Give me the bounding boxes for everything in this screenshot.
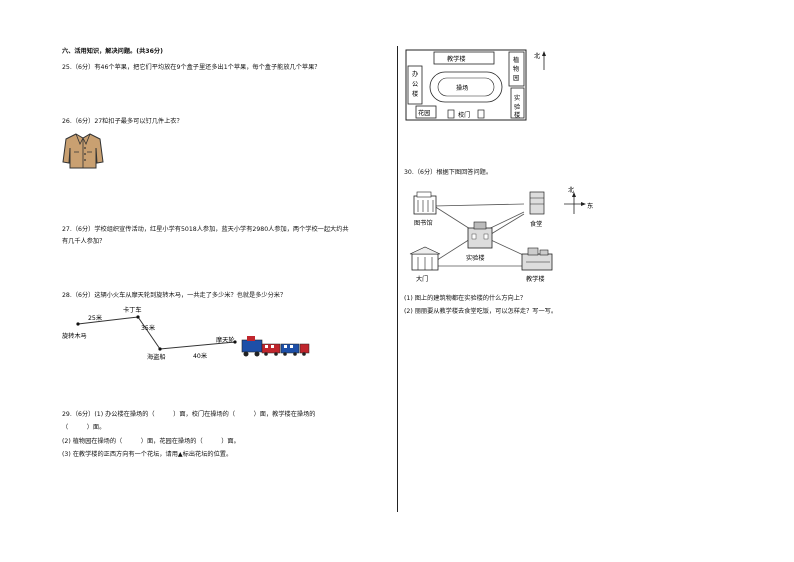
sports-field-label: 操场 xyxy=(456,84,468,92)
canteen-icon xyxy=(529,191,545,215)
column-divider xyxy=(397,46,398,512)
building-lab-3: 楼 xyxy=(514,111,520,119)
label-bumper-car: 卡丁车 xyxy=(123,306,142,314)
question-29-line2: （ ）面。 xyxy=(62,424,106,431)
label-canteen: 食堂 xyxy=(530,220,542,228)
campus-map-30: 图书馆 食堂 实验楼 大门 教学楼 北 东 xyxy=(409,186,593,283)
building-lab-2: 验 xyxy=(514,103,521,111)
label-distance-2: 35米 xyxy=(141,324,155,332)
school-map: 教学楼 植 物 园 办 公 楼 操场 实 验 楼 花园 校门 北 xyxy=(405,49,546,121)
label-library: 图书馆 xyxy=(414,219,433,227)
pirate-ship-point xyxy=(158,347,162,351)
question-30-part2: (2) 丽丽要从教学楼去食堂吃饭，可以怎样走？写一写。 xyxy=(404,308,558,315)
question-25: 25.（6分）有46个苹果，把它们平均放在9个盒子里还多出1个苹果，每个盒子能放… xyxy=(62,64,321,71)
sports-field-track xyxy=(429,71,503,103)
question-29-line1: 29.（6分）(1) 办公楼在操场的（ ）面，校门在操场的（ ）面，教学楼在操场… xyxy=(62,411,316,418)
building-office-2: 公 xyxy=(412,81,418,88)
question-29-line3: (2) 植物园在操场的（ ）面，花园在操场的（ ）面。 xyxy=(62,438,240,445)
label-ferris-wheel: 摩天轮 xyxy=(216,336,235,344)
teaching-building-icon xyxy=(521,247,553,271)
compass-rose xyxy=(564,192,586,214)
building-lab-1: 实 xyxy=(514,94,520,102)
label-merry-go-round: 旋转木马 xyxy=(62,332,87,340)
compass-east-30: 东 xyxy=(587,202,593,210)
gate-icon xyxy=(409,246,441,271)
compass-north: 北 xyxy=(534,52,541,60)
label-gate: 大门 xyxy=(416,275,428,283)
question-30-part1: (1) 图上的建筑物都在实验楼的什么方向上？ xyxy=(404,295,527,302)
library-icon xyxy=(413,191,437,215)
label-distance-1: 25米 xyxy=(88,314,102,322)
building-office-3: 楼 xyxy=(412,90,418,98)
merry-go-round-point xyxy=(76,322,80,326)
label-teaching: 教学楼 xyxy=(526,275,545,283)
lab-building-icon xyxy=(467,221,493,249)
label-distance-3: 40米 xyxy=(193,352,207,360)
gate-label: 校门 xyxy=(458,111,470,119)
question-29-line4: (3) 在教学楼的正西方向有一个花坛，请用▲标出花坛的位置。 xyxy=(62,451,233,458)
section-title: 六、活用知识，解决问题。(共36分) xyxy=(62,48,163,55)
label-lab: 实验楼 xyxy=(466,254,485,262)
garden-label: 花园 xyxy=(418,109,430,117)
jacket-image xyxy=(62,133,104,169)
compass-north-30: 北 xyxy=(568,186,575,194)
building-office-1: 办 xyxy=(412,70,418,78)
question-26: 26.（6分）27粒扣子最多可以钉几件上衣？ xyxy=(62,118,183,125)
route-diagram: 旋转木马 25米 卡丁车 35米 海盗船 40米 摩天轮 xyxy=(62,306,310,361)
building-plant-2: 物 xyxy=(513,65,519,73)
building-plant-3: 园 xyxy=(513,75,519,82)
question-30: 30.（6分）根据下图回答问题。 xyxy=(404,169,493,176)
ferris-wheel-point xyxy=(233,340,237,344)
bumper-car-point xyxy=(136,315,140,319)
train-image xyxy=(241,336,310,357)
question-27-line1: 27.（6分）学校组织宣传活动，红星小学有5018人参加，蓝天小学有2980人参… xyxy=(62,226,349,233)
question-28: 28.（6分）这辆小火车从摩天轮到旋转木马，一共走了多少米？也就是多少分米？ xyxy=(62,292,287,299)
label-pirate-ship: 海盗船 xyxy=(147,353,166,361)
building-plant-1: 植 xyxy=(513,56,519,64)
building-teaching: 教学楼 xyxy=(447,55,466,63)
question-27-line2: 有几千人参加？ xyxy=(62,238,106,245)
